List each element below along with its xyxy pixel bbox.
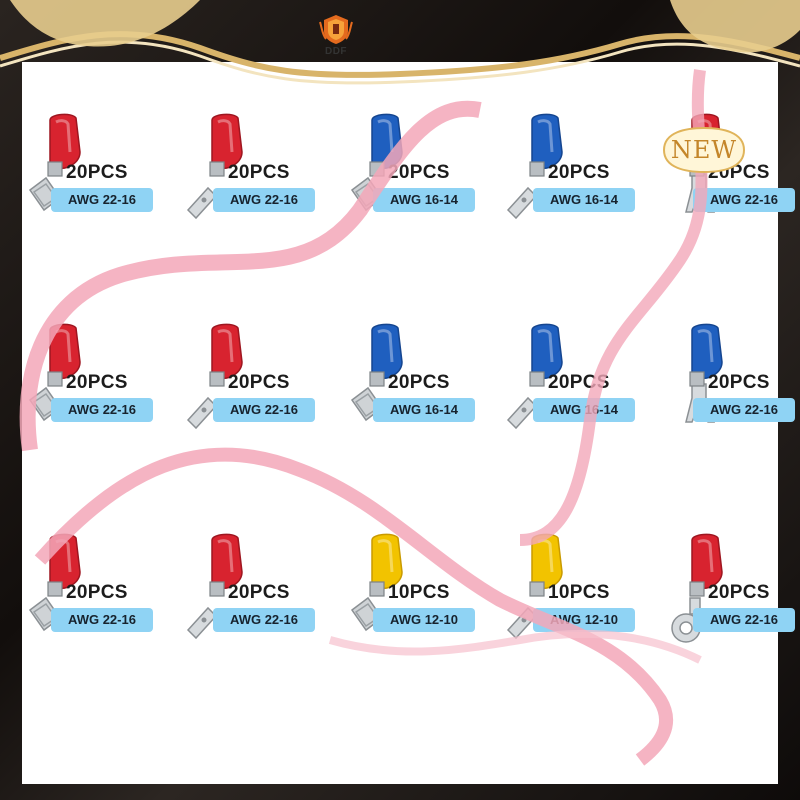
awg-label: AWG 16-14 bbox=[533, 188, 635, 212]
quantity-label: 20PCS bbox=[548, 372, 610, 393]
logo-text: DDF bbox=[324, 46, 348, 57]
terminal-item: 20PCS AWG 22-16 bbox=[20, 532, 180, 672]
brand-logo: DDF bbox=[312, 12, 360, 62]
terminal-item: 20PCS AWG 22-16 bbox=[182, 532, 342, 672]
awg-label: AWG 22-16 bbox=[51, 398, 153, 422]
new-badge: NEW bbox=[656, 124, 752, 176]
awg-label: AWG 22-16 bbox=[213, 608, 315, 632]
quantity-label: 20PCS bbox=[548, 162, 610, 183]
quantity-label: 20PCS bbox=[228, 372, 290, 393]
awg-label: AWG 22-16 bbox=[213, 398, 315, 422]
quantity-label: 20PCS bbox=[388, 372, 450, 393]
terminal-item: 20PCS AWG 16-14 bbox=[342, 322, 502, 462]
quantity-label: 20PCS bbox=[66, 582, 128, 603]
terminal-item: 20PCS AWG 22-16 bbox=[182, 112, 342, 252]
terminal-item: 10PCS AWG 12-10 bbox=[502, 532, 662, 672]
awg-label: AWG 16-14 bbox=[533, 398, 635, 422]
terminal-item: 20PCS AWG 22-16 bbox=[662, 322, 800, 462]
terminal-item: 20PCS AWG 22-16 bbox=[662, 532, 800, 672]
awg-label: AWG 22-16 bbox=[51, 188, 153, 212]
terminal-item: 20PCS AWG 22-16 bbox=[182, 322, 342, 462]
terminal-item: 10PCS AWG 12-10 bbox=[342, 532, 502, 672]
quantity-label: 20PCS bbox=[228, 162, 290, 183]
shield-crest-icon bbox=[319, 15, 353, 44]
awg-label: AWG 16-14 bbox=[373, 188, 475, 212]
terminal-item: 20PCS AWG 16-14 bbox=[342, 112, 502, 252]
quantity-label: 20PCS bbox=[708, 372, 770, 393]
awg-label: AWG 12-10 bbox=[373, 608, 475, 632]
quantity-label: 10PCS bbox=[388, 582, 450, 603]
quantity-label: 20PCS bbox=[228, 582, 290, 603]
awg-label: AWG 22-16 bbox=[51, 608, 153, 632]
awg-label: AWG 22-16 bbox=[693, 188, 795, 212]
quantity-label: 20PCS bbox=[708, 582, 770, 603]
awg-label: AWG 16-14 bbox=[373, 398, 475, 422]
awg-label: AWG 22-16 bbox=[213, 188, 315, 212]
new-badge-text: NEW bbox=[670, 136, 738, 164]
terminal-item: 20PCS AWG 16-14 bbox=[502, 322, 662, 462]
awg-label: AWG 22-16 bbox=[693, 398, 795, 422]
terminal-item: 20PCS AWG 22-16 bbox=[20, 112, 180, 252]
awg-label: AWG 12-10 bbox=[533, 608, 635, 632]
quantity-label: 10PCS bbox=[548, 582, 610, 603]
terminal-item: 20PCS AWG 16-14 bbox=[502, 112, 662, 252]
quantity-label: 20PCS bbox=[388, 162, 450, 183]
awg-label: AWG 22-16 bbox=[693, 608, 795, 632]
quantity-label: 20PCS bbox=[66, 162, 128, 183]
terminal-item: 20PCS AWG 22-16 bbox=[20, 322, 180, 462]
quantity-label: 20PCS bbox=[66, 372, 128, 393]
